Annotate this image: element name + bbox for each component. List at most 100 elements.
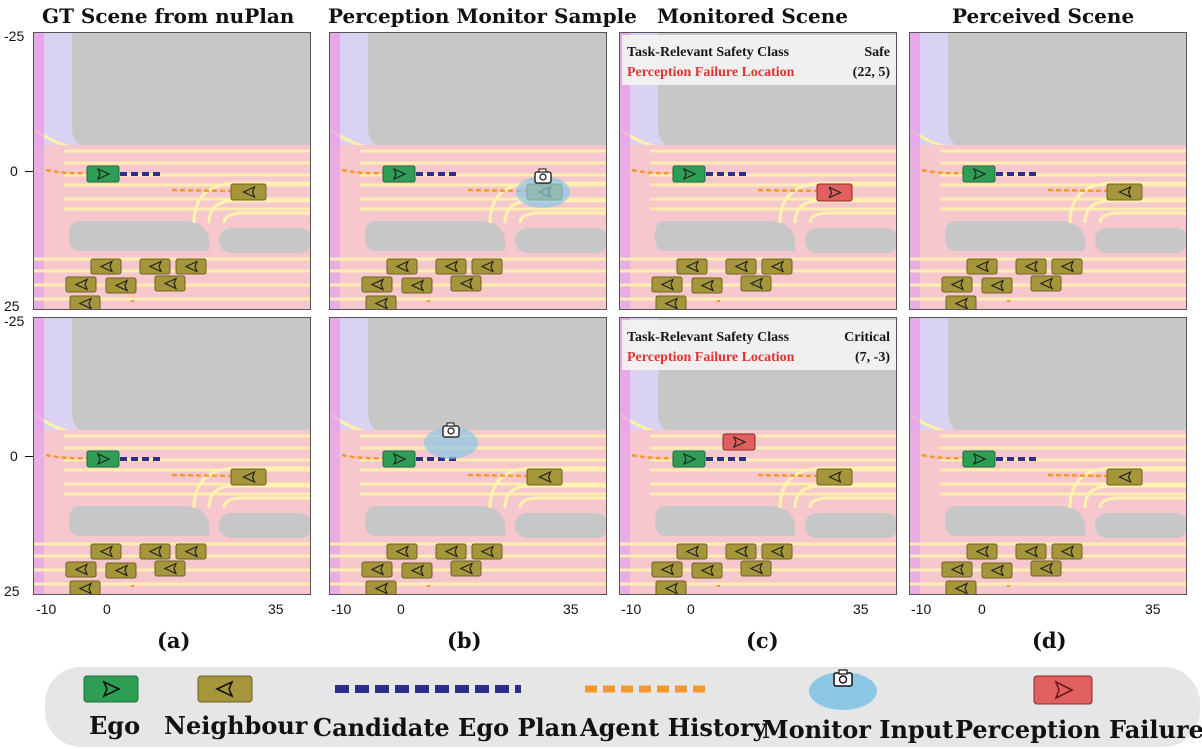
neighbour-vehicle [450, 275, 482, 292]
neighbour-vehicle [691, 277, 723, 294]
neighbour-vehicle [651, 276, 683, 293]
x-tick-a-neg10: -10 [36, 601, 57, 617]
panel-c-bottom: Task-Relevant Safety Class Critical Perc… [619, 317, 897, 595]
neighbour-vehicle [740, 275, 772, 292]
failure-location-label: Perception Failure Location [627, 65, 795, 80]
neighbour-vehicle [175, 543, 207, 560]
neighbour-vehicle [1106, 183, 1143, 201]
ego-vehicle [382, 165, 416, 183]
y-tick-mark-top [25, 171, 33, 172]
neighbour-vehicle [435, 543, 467, 560]
safety-class-value: Critical [844, 330, 890, 345]
failure-location-label: Perception Failure Location [627, 350, 795, 365]
legend-plan-swatch [335, 681, 521, 702]
neighbour-vehicle [386, 543, 418, 560]
neighbour-vehicle [365, 295, 397, 309]
neighbour-vehicle [655, 295, 687, 309]
neighbour-vehicle [90, 543, 122, 560]
ego-vehicle [382, 450, 416, 468]
y-tick-top-25: 25 [4, 298, 20, 314]
monitor-input-region [424, 427, 478, 459]
neighbour-vehicle [175, 258, 207, 275]
neighbour-vehicle [966, 258, 998, 275]
neighbour-vehicle [139, 258, 171, 275]
legend-history-label: Agent History [580, 713, 767, 742]
neighbour-vehicle [981, 562, 1013, 579]
neighbour-vehicle [65, 276, 97, 293]
neighbour-vehicle [816, 468, 853, 486]
neighbour-vehicle [725, 258, 757, 275]
x-tick-d-35: 35 [1145, 601, 1161, 617]
neighbour-vehicle [676, 543, 708, 560]
legend-plan-label: Candidate Ego Plan [313, 713, 578, 742]
neighbour-vehicle [69, 295, 101, 309]
y-tick-bottom-neg25: -25 [4, 313, 25, 329]
legend-history-swatch [585, 681, 711, 702]
x-tick-c-0: 0 [687, 601, 695, 617]
y-tick-bottom-0: 0 [10, 448, 18, 464]
neighbour-vehicle [435, 258, 467, 275]
camera-icon [442, 422, 460, 438]
x-tick-a-35: 35 [268, 601, 284, 617]
neighbour-vehicle [230, 183, 267, 201]
legend-neighbour-swatch [197, 675, 253, 708]
perception-failure-vehicle [816, 183, 853, 202]
legend-monitor-label: Monitor Input [762, 715, 954, 744]
perception-failure-vehicle [722, 433, 756, 451]
ego-vehicle [962, 450, 996, 468]
y-tick-bottom-25: 25 [4, 583, 20, 599]
y-tick-top-neg25: -25 [4, 28, 25, 44]
x-tick-d-neg10: -10 [911, 601, 932, 617]
neighbour-vehicle [1106, 468, 1143, 486]
x-tick-b-0: 0 [397, 601, 405, 617]
neighbour-vehicle [526, 468, 563, 486]
ego-vehicle [962, 165, 996, 183]
neighbour-vehicle [450, 560, 482, 577]
panel-a-bottom [33, 317, 311, 595]
neighbour-vehicle [139, 543, 171, 560]
sub-label-a: (a) [157, 628, 191, 653]
panel-b-top [329, 32, 607, 310]
neighbour-vehicle [65, 561, 97, 578]
camera-icon [534, 168, 552, 184]
neighbour-vehicle [1030, 560, 1062, 577]
ego-vehicle [86, 450, 120, 468]
neighbour-vehicle [69, 580, 101, 594]
safety-class-label: Task-Relevant Safety Class [627, 330, 790, 345]
ego-vehicle [86, 165, 120, 183]
legend-ego-swatch [83, 675, 139, 708]
neighbour-vehicle [90, 258, 122, 275]
neighbour-vehicle [471, 258, 503, 275]
panel-c-top: Task-Relevant Safety Class Safe Percepti… [619, 32, 897, 310]
neighbour-vehicle [386, 258, 418, 275]
legend-failure-swatch [1033, 675, 1093, 710]
neighbour-vehicle [941, 561, 973, 578]
failure-location-value: (22, 5) [852, 65, 890, 80]
neighbour-vehicle [471, 543, 503, 560]
column-title-gt: GT Scene from nuPlan [42, 4, 295, 28]
safety-info-box-bottom: Task-Relevant Safety Class Critical Perc… [622, 320, 896, 370]
neighbour-vehicle [651, 561, 683, 578]
neighbour-vehicle [154, 275, 186, 292]
neighbour-vehicle [945, 580, 977, 594]
sub-label-d: (d) [1032, 628, 1067, 653]
column-title-monitored: Monitored Scene [657, 4, 849, 28]
neighbour-vehicle [1051, 543, 1083, 560]
column-title-monitor-sample: Perception Monitor Sample [328, 4, 637, 28]
neighbour-vehicle [154, 560, 186, 577]
neighbour-vehicle [401, 562, 433, 579]
neighbour-vehicle [1051, 258, 1083, 275]
neighbour-vehicle [691, 562, 723, 579]
legend-monitor-swatch [807, 667, 879, 716]
panel-d-bottom [909, 317, 1187, 595]
ego-vehicle [672, 165, 706, 183]
x-tick-c-35: 35 [853, 601, 869, 617]
safety-info-box-top: Task-Relevant Safety Class Safe Percepti… [622, 35, 896, 85]
neighbour-vehicle [981, 277, 1013, 294]
neighbour-vehicle [361, 276, 393, 293]
neighbour-vehicle [676, 258, 708, 275]
x-tick-c-neg10: -10 [621, 601, 642, 617]
legend-neighbour-label: Neighbour [164, 711, 308, 740]
neighbour-vehicle [966, 543, 998, 560]
panel-d-top [909, 32, 1187, 310]
